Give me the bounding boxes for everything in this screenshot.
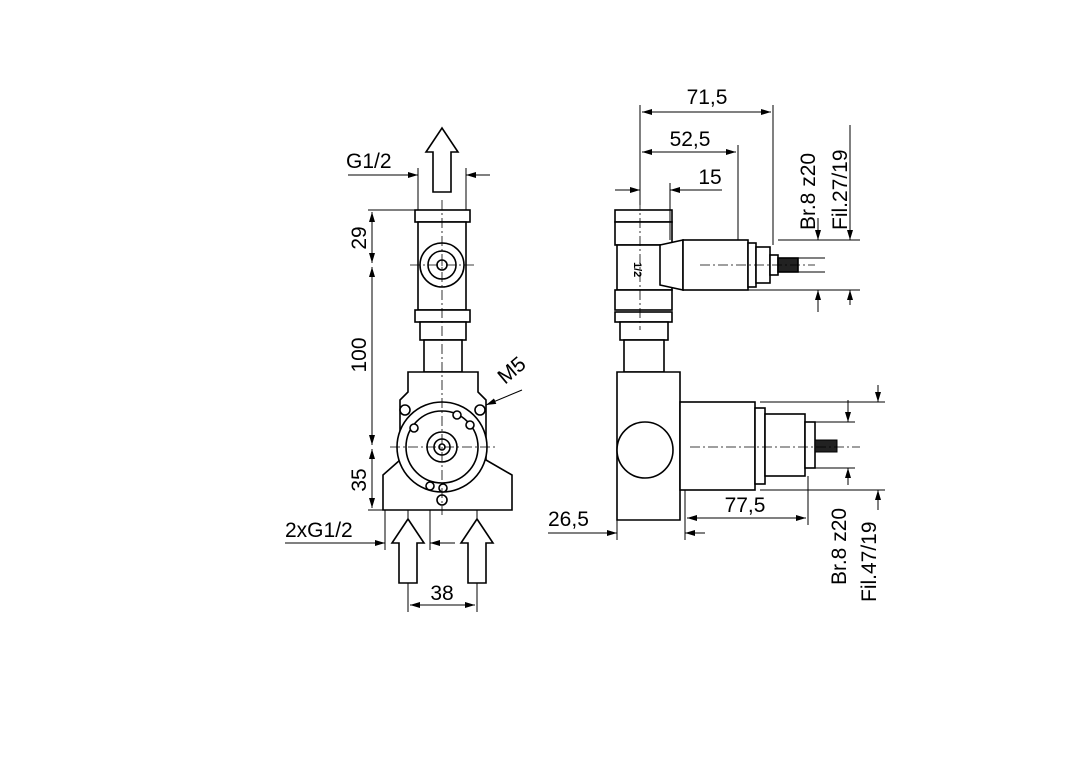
dim-35: 35 [348,468,371,491]
dim-26-5: 26,5 [548,508,589,531]
label-br8-z20-lower: Br.8 z20 [828,508,851,585]
dim-29: 29 [348,226,371,249]
svg-text:1/2: 1/2 [631,262,643,277]
dim-77-5: 77,5 [725,494,766,517]
dim-100: 100 [348,337,371,372]
inlet-arrow-left-icon [390,517,426,584]
dim-71-5: 71,5 [687,86,728,109]
dim-52-5: 52,5 [670,128,711,151]
label-fil-47-19: Fil.47/19 [858,521,881,602]
inlet-arrow-right-icon [459,517,495,584]
dim-38: 38 [430,582,453,605]
label-br8-z20-upper: Br.8 z20 [797,153,820,230]
lower-cartridge [679,401,756,491]
riser-pipe [423,339,463,373]
knob [616,421,674,479]
label-g12-top: G1/2 [346,150,392,173]
top-cap [414,209,471,223]
label-m5: M5 [493,352,530,388]
side-view: 1/2 71,5 52,5 15 Br.8 z20 Fil.27/19 Br.8… [548,86,885,602]
dim-15: 15 [698,166,721,189]
front-view: G1/2 29 100 35 M5 2xG1/2 38 [285,126,531,612]
outlet-arrow-icon [424,126,460,193]
label-2xg12: 2xG1/2 [285,519,353,542]
label-fil-27-19: Fil.27/19 [829,149,852,230]
